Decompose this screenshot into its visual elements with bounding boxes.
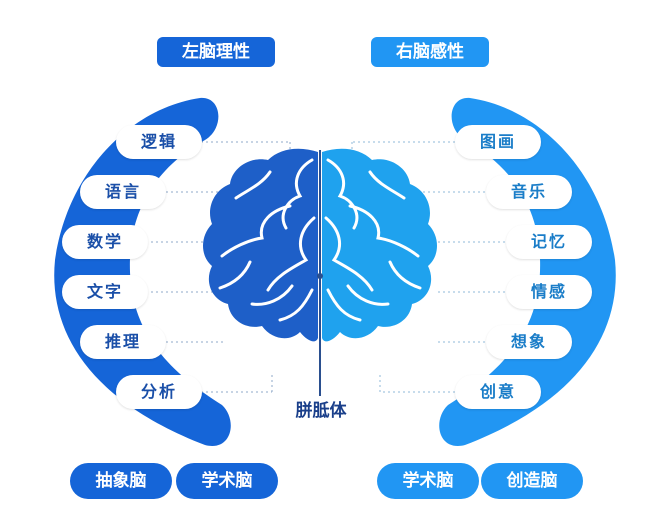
right-item-creativity: 创意 [455, 375, 541, 409]
right-item-drawing: 图画 [455, 125, 541, 159]
left-item-text: 文字 [62, 275, 148, 309]
right-hemisphere [322, 148, 437, 342]
right-item-emotion: 情感 [506, 275, 592, 309]
left-hemisphere [203, 148, 318, 342]
right-connectors [351, 141, 510, 393]
tag-academic-brain-right: 学术脑 [377, 463, 479, 499]
right-crescent [439, 97, 616, 446]
left-item-logic: 逻辑 [116, 125, 202, 159]
right-item-imagination: 想象 [486, 325, 572, 359]
tag-creative-brain: 创造脑 [481, 463, 583, 499]
left-item-reasoning: 推理 [80, 325, 166, 359]
right-item-memory: 记忆 [506, 225, 592, 259]
left-item-language: 语言 [80, 175, 166, 209]
left-item-math: 数学 [62, 225, 148, 259]
corpus-callosum-label: 胼胝体 [295, 401, 347, 421]
tag-academic-brain-left: 学术脑 [176, 463, 278, 499]
corpus-dot [317, 273, 323, 279]
tag-abstract-brain: 抽象脑 [70, 463, 172, 499]
right-item-music: 音乐 [486, 175, 572, 209]
left-item-analysis: 分析 [116, 375, 202, 409]
brain-folds [218, 158, 422, 322]
left-brain-title: 左脑理性 [157, 37, 275, 67]
right-brain-title: 右脑感性 [371, 37, 489, 67]
